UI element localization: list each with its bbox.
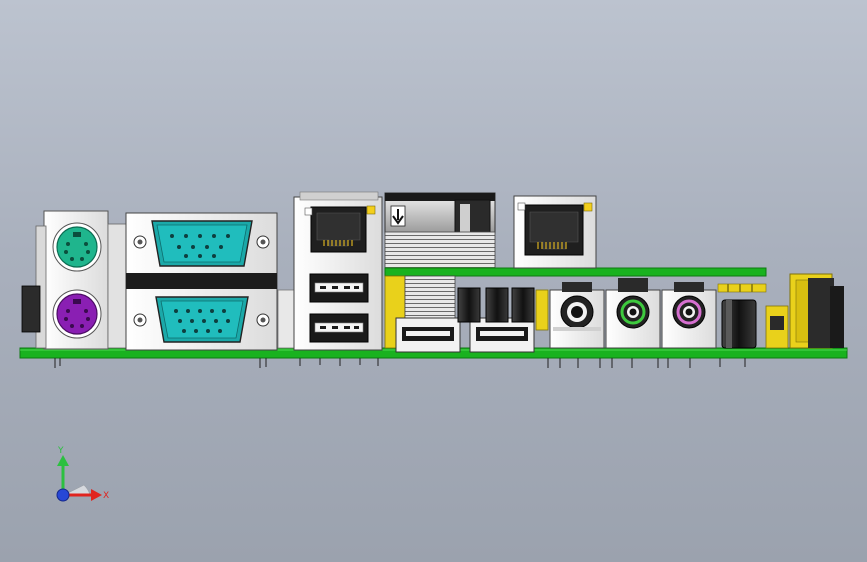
audio-jack-line-in[interactable] [549, 282, 605, 349]
cooling-fan [384, 192, 496, 269]
audio-jack-line-out[interactable] [605, 278, 661, 349]
ps2-keyboard-port[interactable] [52, 222, 102, 272]
audio-jack-mic[interactable] [661, 282, 717, 349]
x-axis-label: X [103, 491, 109, 501]
y-axis-label: Y [57, 446, 64, 456]
usb-port-4[interactable] [469, 317, 535, 353]
usb-port-1[interactable] [309, 273, 369, 303]
right-components [717, 283, 789, 349]
daughter-board [384, 267, 767, 277]
activity-led [366, 205, 376, 215]
rj45-port-2[interactable] [513, 195, 597, 269]
bracket-spacer [277, 289, 295, 349]
down-arrow-icon [390, 205, 406, 227]
capacitor-bank [457, 287, 549, 331]
power-connector[interactable] [789, 273, 844, 349]
ps2-mouse-port[interactable] [52, 289, 102, 339]
usb-port-3[interactable] [395, 317, 461, 353]
usb-port-2[interactable] [309, 313, 369, 343]
rj45-port-1[interactable] [304, 205, 376, 253]
vga-port[interactable] [133, 296, 270, 343]
z-axis-dot [56, 488, 70, 502]
link-led [304, 207, 313, 216]
axis-triad: Y X [56, 446, 109, 502]
serial-port[interactable] [133, 220, 270, 267]
